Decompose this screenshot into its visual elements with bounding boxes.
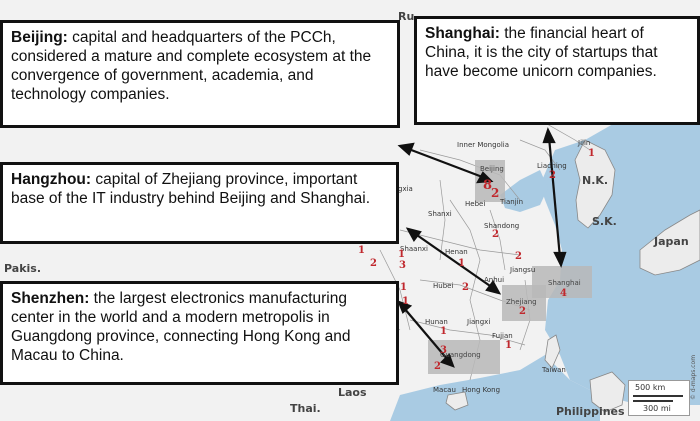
- country-label-japan: Japan: [654, 235, 689, 248]
- province-label-inner-mongolia: Inner Mongolia: [457, 141, 510, 149]
- callout-shanghai: Shanghai: the financial heart of China, …: [414, 16, 700, 125]
- country-label-laos: Laos: [338, 386, 367, 399]
- province-label-fujian: Fujian: [492, 332, 513, 340]
- scale-mi-label: 300 mi: [643, 404, 671, 413]
- country-label-north-korea: N.K.: [582, 174, 609, 187]
- province-label-shanxi: Shanxi: [428, 210, 452, 218]
- callout-hangzhou-text: capital of Zhejiang province, important …: [11, 171, 371, 207]
- count-liaoning: 2: [549, 170, 556, 181]
- count-henan: 1: [458, 258, 465, 269]
- count-sichuan-b: 2: [370, 258, 377, 269]
- province-label-liaoning: Liaoning: [537, 162, 567, 170]
- province-label-shanghai: Shanghai: [548, 279, 581, 287]
- province-label-jilin: Jilin: [578, 139, 591, 147]
- guangdong-highlight: [428, 340, 500, 374]
- count-guangdong-a: 2: [434, 361, 441, 372]
- callout-hangzhou-name: Hangzhou:: [11, 171, 92, 188]
- province-label-hunan: Hunan: [425, 318, 448, 326]
- count-sichuan-a: 1: [358, 245, 365, 256]
- callout-shenzhen-text: the largest electronics manufacturing ce…: [11, 290, 351, 364]
- callout-beijing: Beijing: capital and headquarters of the…: [0, 20, 400, 128]
- province-label-henan: Henan: [445, 248, 468, 256]
- province-label-macau: Macau: [433, 386, 456, 394]
- sea-bohai: [500, 170, 548, 212]
- province-label-anhui: Anhui: [484, 276, 505, 284]
- count-chongqing: 1: [400, 282, 407, 293]
- taiwan-land: [544, 334, 561, 369]
- province-label-zhejiang: Zhejiang: [506, 298, 537, 306]
- callout-shenzhen-name: Shenzhen:: [11, 290, 90, 307]
- callout-shanghai-name: Shanghai:: [425, 25, 500, 42]
- province-label-jiangsu: Jiangsu: [510, 266, 536, 274]
- callout-shanghai-text: the financial heart of China, it is the …: [425, 25, 658, 80]
- callout-arrows: [397, 127, 567, 368]
- count-shaanxi-b: 3: [399, 260, 406, 271]
- country-label-russia: Ru: [398, 10, 415, 23]
- province-label-shaanxi: Shaanxi: [400, 245, 428, 253]
- count-beijing-b: 2: [491, 186, 500, 200]
- count-guangdong-b: 3: [440, 345, 447, 356]
- zhejiang-highlight: [502, 285, 546, 321]
- count-jiangxi: 1: [402, 296, 409, 307]
- province-label-tianjin: Tianjin: [500, 198, 524, 206]
- hainan-land: [445, 391, 469, 411]
- korea-peninsula: [574, 139, 616, 229]
- province-label-hong-kong: Hong Kong: [462, 386, 501, 394]
- japan-land: [639, 209, 700, 276]
- count-fujian: 1: [505, 340, 512, 351]
- province-label-jiangxi: Jiangxi: [467, 318, 491, 326]
- country-label-pakistan: Pakis.: [4, 262, 42, 275]
- province-label-guangdong: Guangdong: [440, 351, 481, 359]
- country-label-thailand: Thai.: [290, 402, 321, 415]
- count-zhejiang: 2: [519, 306, 526, 317]
- country-label-philippines: Philippines: [556, 405, 625, 418]
- count-jiangsu: 2: [515, 251, 522, 262]
- count-shaanxi-a: 1: [398, 249, 405, 260]
- scale-km-line: [633, 395, 683, 397]
- count-beijing-a: 8: [483, 178, 493, 193]
- count-hunan: 1: [440, 326, 447, 337]
- province-label-hubei: Hubei: [433, 282, 454, 290]
- province-label-shandong: Shandong: [484, 222, 520, 230]
- province-label-ningxia-partial: gxia: [398, 185, 413, 193]
- callout-hangzhou: Hangzhou: capital of Zhejiang province, …: [0, 162, 399, 244]
- country-label-south-korea: S.K.: [592, 215, 617, 228]
- count-jilin: 1: [588, 148, 595, 159]
- scale-bar: 500 km 300 mi: [628, 380, 690, 416]
- count-shandong: 2: [492, 229, 499, 240]
- philippines-land: [589, 371, 626, 413]
- province-label-hebei: Hebei: [465, 200, 486, 208]
- count-hubei: 2: [462, 282, 469, 293]
- scale-mi-line: [633, 400, 673, 402]
- callout-beijing-text: capital and headquarters of the PCCh, co…: [11, 29, 372, 103]
- scale-km-label: 500 km: [635, 383, 666, 392]
- province-label-taiwan: Taiwan: [542, 366, 566, 374]
- callout-beijing-name: Beijing:: [11, 29, 68, 46]
- count-shanghai: 4: [560, 288, 567, 299]
- province-label-beijing: Beijing: [480, 165, 504, 173]
- sea-south: [390, 355, 600, 421]
- map-credit: © d-maps.com: [690, 354, 697, 400]
- callout-shenzhen: Shenzhen: the largest electronics manufa…: [0, 281, 399, 385]
